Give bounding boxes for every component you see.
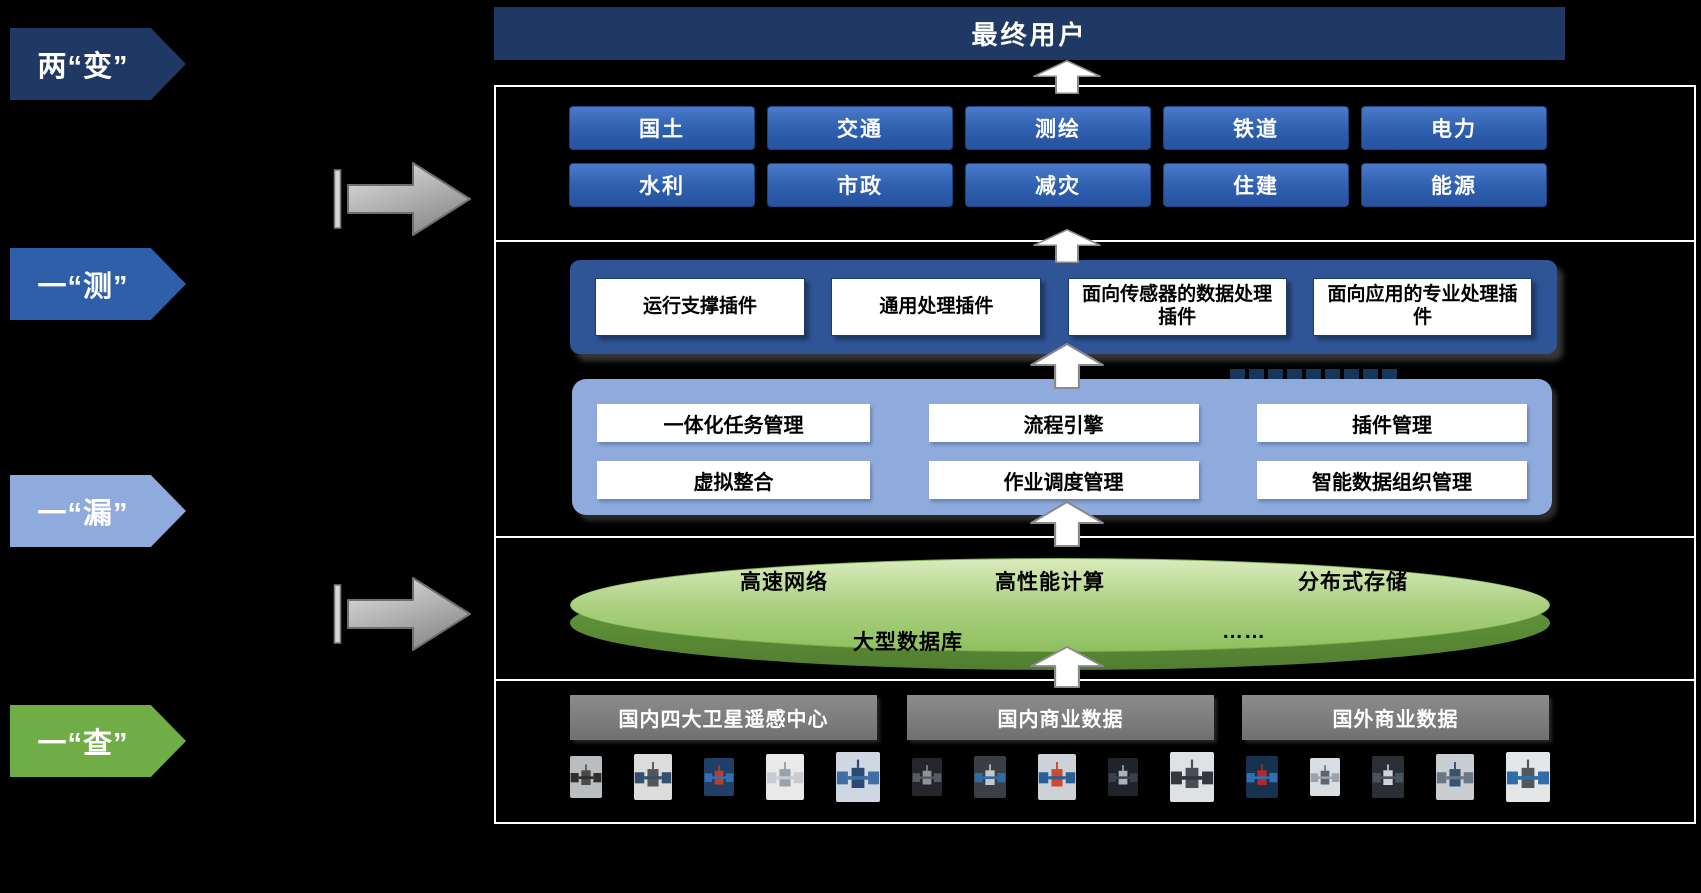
left-label-one-leak: 一“漏”	[10, 475, 186, 547]
plugin-box: 面向传感器的数据处理插件	[1067, 278, 1287, 336]
plugin-box: 通用处理插件	[831, 278, 1042, 336]
satellite-icon	[1436, 754, 1474, 800]
satellite-icon	[704, 758, 734, 796]
satellite-icon	[974, 756, 1006, 798]
infra-label-database: 大型数据库	[853, 631, 963, 654]
left-label-one-measure: 一“测”	[10, 248, 186, 320]
application-row-1: 国土 交通 测绘 铁道 电力	[569, 106, 1547, 150]
satellite-icon	[912, 758, 942, 796]
app-button: 交通	[767, 106, 953, 150]
data-source-section: 国内四大卫星遥感中心 国内商业数据 国外商业数据	[496, 681, 1694, 810]
plugin-box: 面向应用的专业处理插件	[1312, 278, 1532, 336]
satellite-icon	[570, 756, 602, 798]
app-button: 铁道	[1163, 106, 1349, 150]
infrastructure-section: 高速网络 高性能计算 分布式存储 大型数据库 ……	[496, 538, 1694, 681]
infra-label-hpc: 高性能计算	[995, 571, 1105, 594]
left-label-text: 一“漏”	[37, 498, 129, 530]
infra-label-storage: 分布式存储	[1298, 571, 1408, 594]
platform-box: 插件管理	[1257, 404, 1527, 442]
main-panel: 国土 交通 测绘 铁道 电力 水利 市政 减灾 住建 能源 运行支撑插件 通用处…	[494, 85, 1696, 824]
cylinder-top	[570, 558, 1550, 652]
infrastructure-cylinder: 高速网络 高性能计算 分布式存储 大型数据库 ……	[570, 558, 1550, 670]
up-arrow-icon	[1032, 229, 1102, 263]
app-button: 住建	[1163, 163, 1349, 207]
plugin-box: 运行支撑插件	[595, 278, 805, 336]
up-arrow-icon	[1032, 60, 1102, 94]
up-arrow-icon	[1029, 646, 1105, 688]
platform-row-2: 虚拟整合 作业调度管理 智能数据组织管理	[597, 461, 1527, 499]
platform-box: 虚拟整合	[597, 461, 870, 499]
app-button: 国土	[569, 106, 755, 150]
app-button: 减灾	[965, 163, 1151, 207]
end-user-banner-title: 最终用户	[971, 20, 1088, 50]
left-label-text: 一“查”	[37, 728, 129, 760]
data-source-bar: 国外商业数据	[1242, 695, 1549, 740]
satellite-icon	[836, 752, 880, 802]
satellite-icon	[1246, 756, 1278, 798]
satellite-icon	[766, 754, 804, 800]
app-button: 能源	[1361, 163, 1547, 207]
plugin-layer-container: 运行支撑插件 通用处理插件 面向传感器的数据处理插件 面向应用的专业处理插件	[570, 260, 1557, 354]
left-label-text: 两“变”	[37, 51, 129, 83]
satellite-icon	[1372, 756, 1404, 798]
data-source-bar: 国内商业数据	[907, 695, 1214, 740]
satellite-icon	[1170, 752, 1214, 802]
platform-box: 作业调度管理	[928, 461, 1199, 499]
data-source-bar: 国内四大卫星遥感中心	[570, 695, 877, 740]
platform-layer-container: 一体化任务管理 流程引擎 插件管理 虚拟整合 作业调度管理 智能数据组织管理	[572, 379, 1552, 515]
platform-box: 流程引擎	[928, 404, 1199, 442]
platform-row-1: 一体化任务管理 流程引擎 插件管理	[597, 404, 1527, 442]
left-label-one-check: 一“查”	[10, 705, 186, 777]
satellite-icon	[1506, 752, 1550, 802]
satellite-icon	[1108, 758, 1138, 796]
satellite-icon	[634, 754, 672, 800]
left-label-two-changes: 两“变”	[10, 28, 186, 100]
satellite-strip	[570, 749, 1550, 805]
up-arrow-icon	[1029, 501, 1105, 547]
infra-label-ellipsis: ……	[1222, 620, 1266, 643]
application-row-2: 水利 市政 减灾 住建 能源	[569, 163, 1547, 207]
platform-box: 一体化任务管理	[597, 404, 870, 442]
app-button: 测绘	[965, 106, 1151, 150]
plugin-platform-section: 运行支撑插件 通用处理插件 面向传感器的数据处理插件 面向应用的专业处理插件 一…	[496, 242, 1694, 538]
application-section: 国土 交通 测绘 铁道 电力 水利 市政 减灾 住建 能源	[496, 87, 1694, 242]
flow-arrow-right-icon	[333, 153, 473, 245]
platform-box: 智能数据组织管理	[1257, 461, 1527, 499]
end-user-banner: 最终用户	[494, 7, 1565, 60]
flow-arrow-right-icon	[333, 568, 473, 660]
up-arrow-icon	[1029, 343, 1105, 389]
left-label-text: 一“测”	[37, 271, 129, 303]
satellite-icon	[1310, 758, 1340, 796]
infra-label-network: 高速网络	[740, 571, 828, 594]
app-button: 水利	[569, 163, 755, 207]
app-button: 电力	[1361, 106, 1547, 150]
app-button: 市政	[767, 163, 953, 207]
satellite-icon	[1038, 754, 1076, 800]
